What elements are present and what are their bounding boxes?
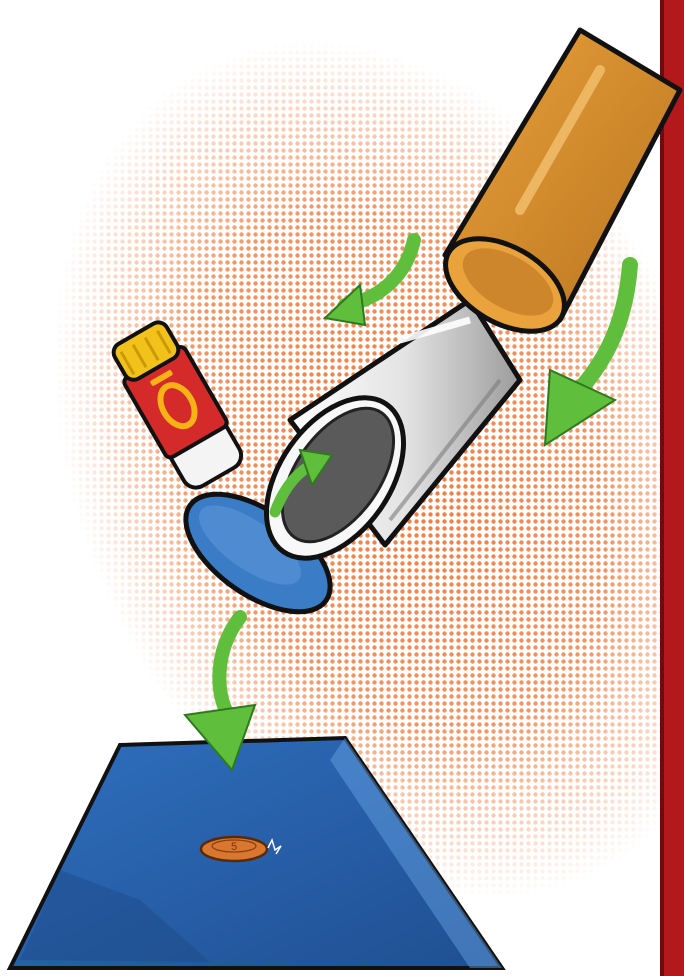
coin-label: 5 <box>231 841 237 853</box>
red-border-strip <box>660 0 684 976</box>
